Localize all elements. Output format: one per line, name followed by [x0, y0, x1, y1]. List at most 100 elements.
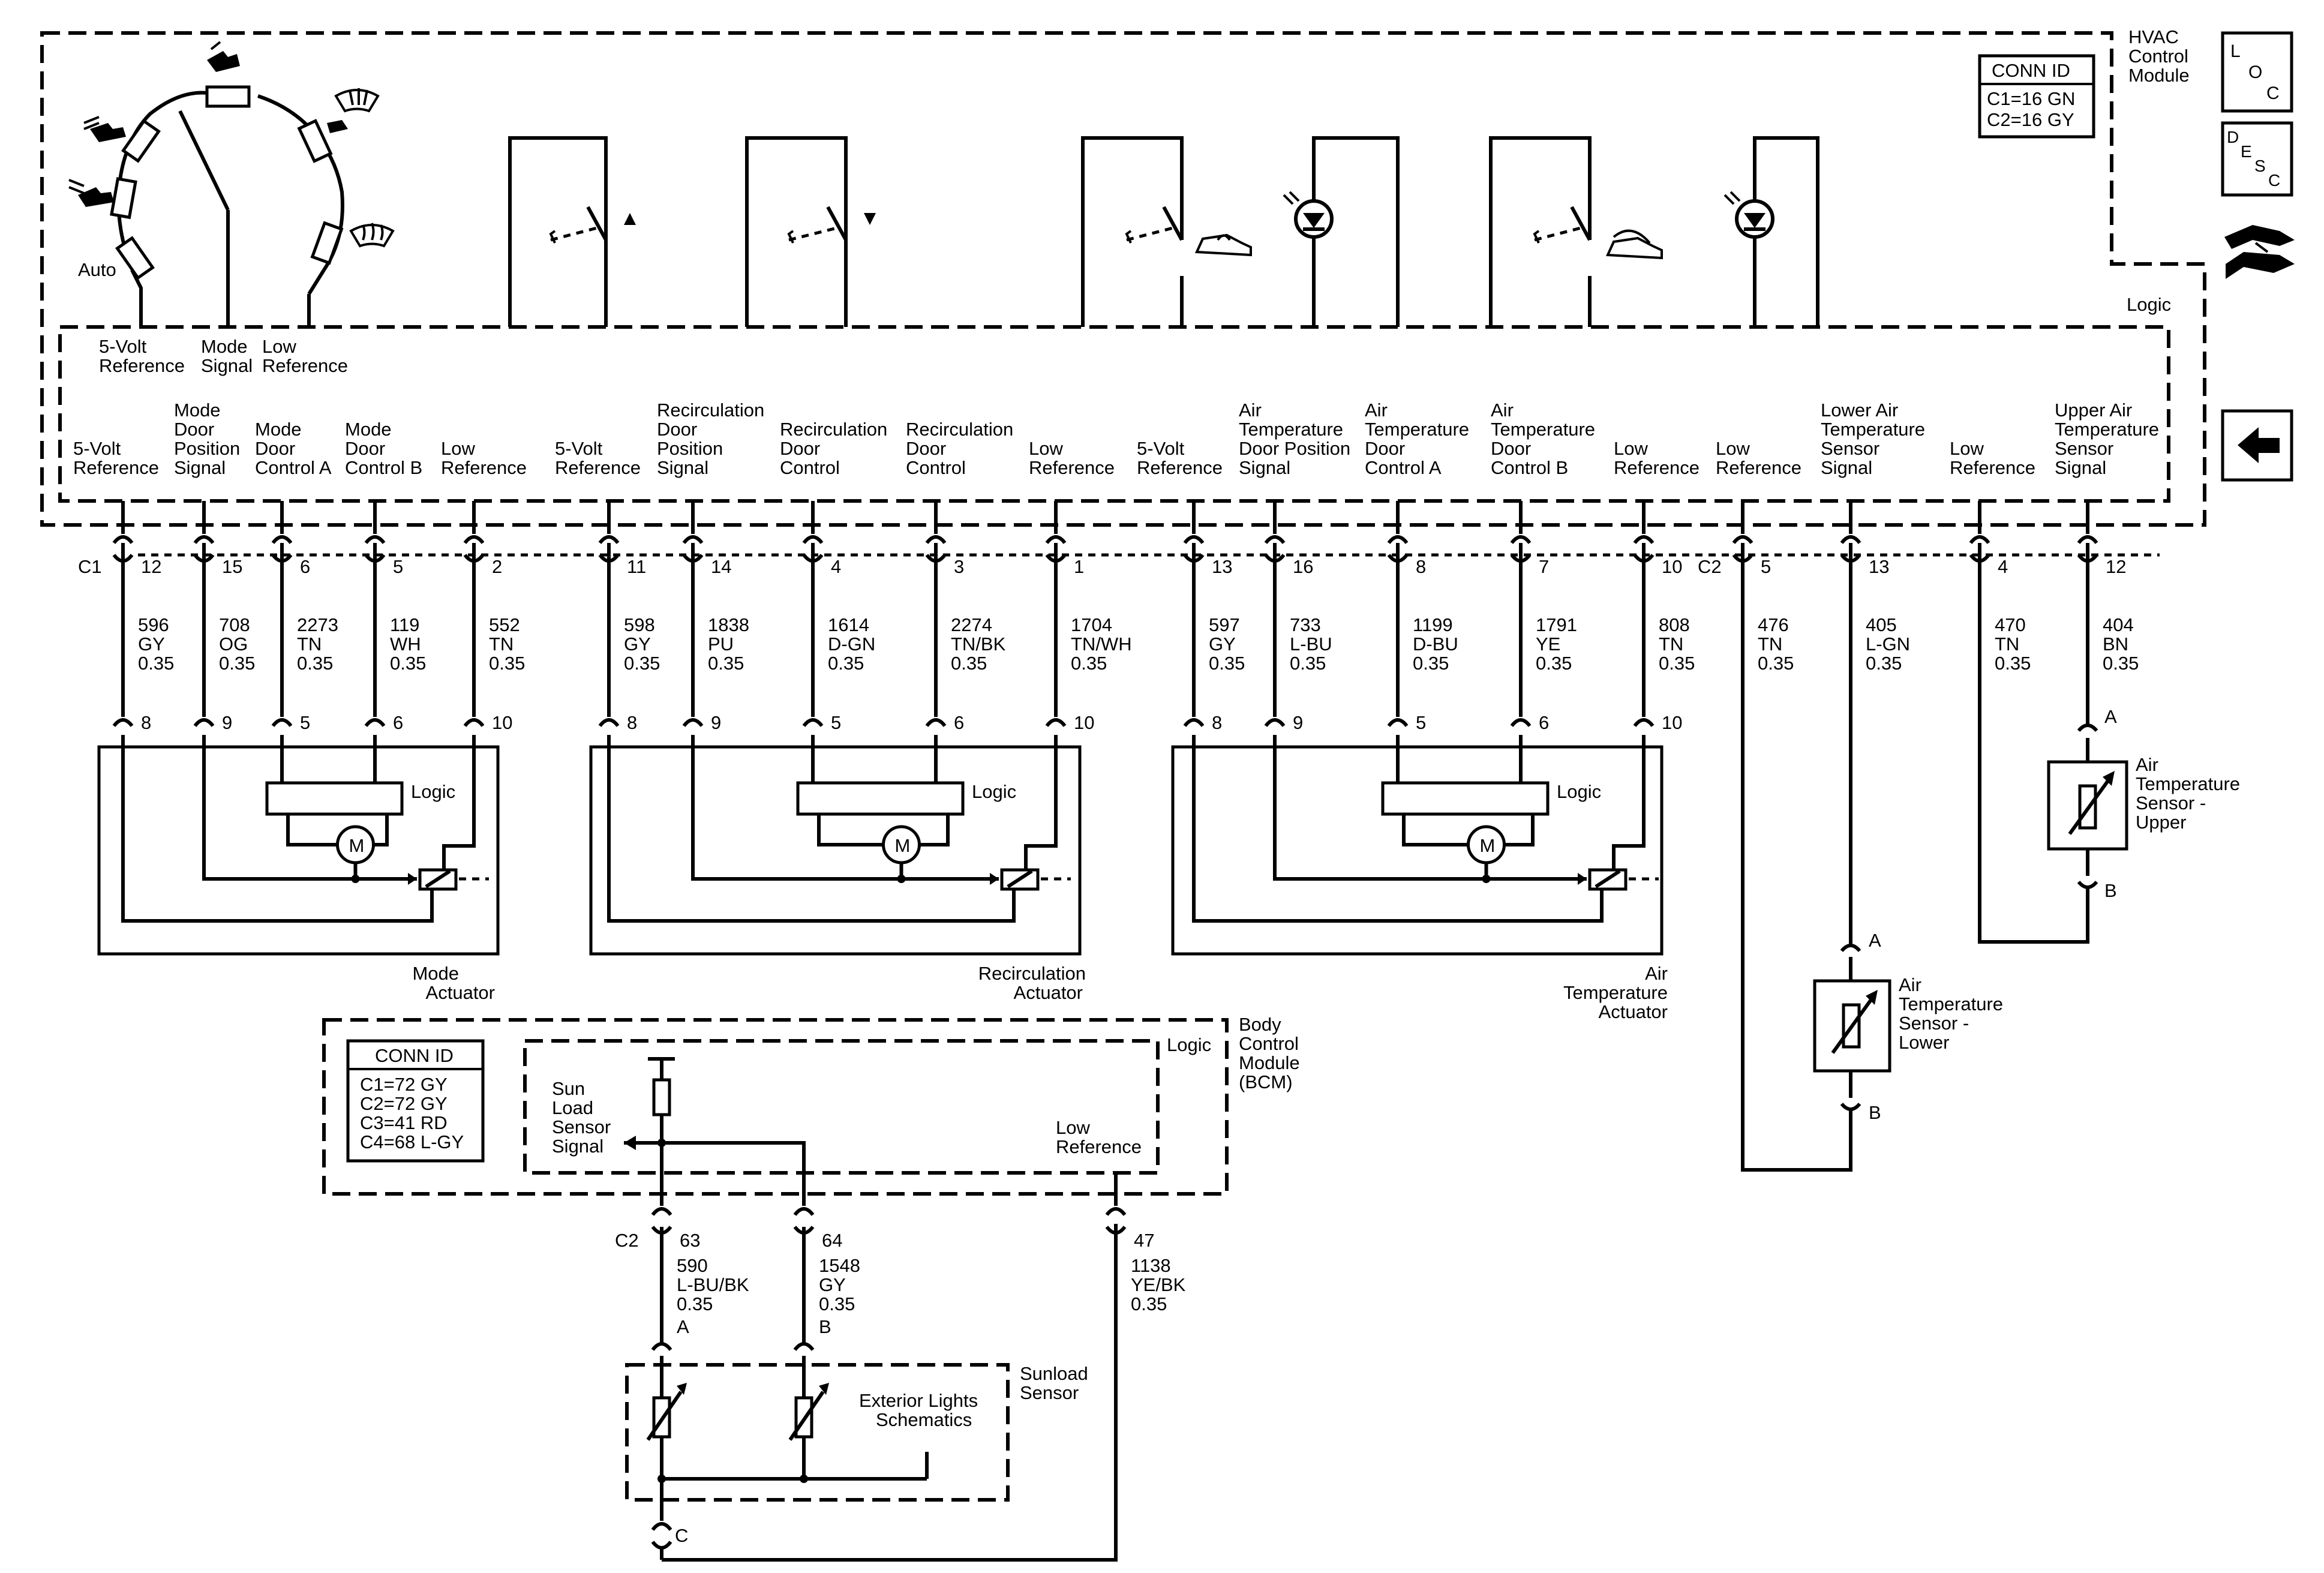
wire-color: TN/WH — [1071, 634, 1132, 655]
pin-function-label: 5-Volt — [1137, 438, 1185, 459]
wire-color: GY — [1209, 634, 1236, 655]
pin-function-label: 5-Volt — [73, 438, 121, 459]
pin-function-label: Position — [174, 438, 240, 459]
wire-color: TN — [297, 634, 322, 655]
upper-sensor-pin-a: A — [2104, 706, 2117, 727]
pin-number: 13 — [1869, 556, 1889, 577]
pin-function-label: Signal — [1821, 457, 1872, 478]
wire-color: D-BU — [1413, 634, 1458, 655]
pin-function-label: Mode — [255, 419, 302, 440]
circuit-number: 733 — [1290, 614, 1321, 635]
pin-function-label: Temperature — [1821, 419, 1925, 440]
exterior-lights-ref[interactable]: Exterior Lights Schematics — [859, 1390, 978, 1430]
pin-function-label: Door — [906, 438, 946, 459]
defrost-icon — [349, 223, 395, 248]
hvac-conn-id-box — [1978, 54, 2095, 139]
circuit-number: 1199 — [1413, 614, 1453, 635]
actuator-pin-number: 10 — [492, 712, 512, 733]
pin-number: 8 — [1416, 556, 1426, 577]
pin-number: 10 — [1662, 556, 1682, 577]
hvac-title-3: Module — [2128, 65, 2190, 86]
svg-text:Sensor -: Sensor - — [2136, 792, 2206, 813]
lower-sensor-pin-a: A — [1869, 930, 1881, 951]
wire-size: 0.35 — [828, 653, 864, 674]
wire-size: 0.35 — [951, 653, 987, 674]
pin-function-label: Temperature — [2055, 419, 2159, 440]
wire-size: 0.35 — [390, 653, 426, 674]
bcm-circuit-number: 1548 — [819, 1255, 860, 1276]
circuit-number: 119 — [390, 614, 419, 635]
fan-down-switch — [745, 136, 876, 327]
svg-text:Air: Air — [2136, 754, 2158, 775]
actuator-pin-number: 9 — [711, 712, 721, 733]
pin-function-label: Low — [1950, 438, 1984, 459]
svg-text:Schematics: Schematics — [876, 1409, 972, 1430]
circuit-number: 470 — [1995, 614, 2026, 635]
wire-size: 0.35 — [708, 653, 744, 674]
pin-function-label: Control B — [1491, 457, 1568, 478]
pin-function-label: Temperature — [1491, 419, 1595, 440]
bcm-wire-color: L-BU/BK — [677, 1274, 749, 1295]
circuit-number: 2274 — [951, 614, 992, 635]
wire-size: 0.35 — [1209, 653, 1245, 674]
actuator-logic-label: Logic — [1557, 781, 1601, 802]
circuit-number: 2273 — [297, 614, 338, 635]
circuit-number: 1791 — [1536, 614, 1577, 635]
pin-function-label: Control — [780, 457, 840, 478]
pin-function-label: Door — [780, 438, 820, 459]
desc-icon[interactable]: D E S C — [2221, 121, 2293, 197]
svg-text:5-Volt: 5-Volt — [99, 336, 147, 357]
pin-number: 12 — [2106, 556, 2126, 577]
pin-number: 15 — [222, 556, 242, 577]
bcm-wire-color: YE/BK — [1131, 1274, 1186, 1295]
pin-function-label: Door — [255, 438, 295, 459]
actuator-pin-number: 10 — [1662, 712, 1682, 733]
motor-label: M — [1480, 835, 1496, 856]
pin-function-label: Air — [1239, 400, 1262, 421]
bcm-circuit-number: 1138 — [1131, 1255, 1171, 1276]
harness-icon[interactable] — [2224, 225, 2295, 279]
wire-size: 0.35 — [219, 653, 255, 674]
air-temp-actuator-label: Air Temperature Actuator — [1563, 963, 1668, 1022]
wire-color: TN — [1995, 634, 2019, 655]
pin-function-label: Air — [1491, 400, 1514, 421]
recirc-indicator — [1283, 136, 1400, 327]
actuator-pin-number: 6 — [1539, 712, 1549, 733]
wire-size: 0.35 — [1659, 653, 1695, 674]
wire-size: 0.35 — [1758, 653, 1794, 674]
pin-function-label: Low — [1614, 438, 1648, 459]
floor-icon — [68, 179, 114, 207]
wire-size: 0.35 — [297, 653, 333, 674]
actuator-pin-number: 5 — [1416, 712, 1426, 733]
svg-text:Low: Low — [262, 336, 296, 357]
wire-color: TN/BK — [951, 634, 1006, 655]
wire-size: 0.35 — [2103, 653, 2139, 674]
circuit-number: 1704 — [1071, 614, 1112, 635]
svg-text:Mode: Mode — [412, 963, 459, 984]
hvac-conn-id-title: CONN ID — [1992, 60, 2070, 81]
lower-temp-sensor — [1741, 543, 1891, 1172]
sunload-sensor-name: Sunload Sensor — [1020, 1363, 1088, 1403]
bcm-circuit-number: 590 — [677, 1255, 708, 1276]
svg-text:Actuator: Actuator — [1014, 982, 1083, 1003]
loc-icon[interactable]: L O C — [2221, 31, 2293, 113]
wire-size: 0.35 — [624, 653, 660, 674]
pin-function-label: Temperature — [1365, 419, 1469, 440]
sunload-pin-label: A — [677, 1316, 689, 1337]
pin-function-label: Low — [441, 438, 475, 459]
circuit-number: 708 — [219, 614, 250, 635]
back-arrow-icon[interactable] — [2221, 409, 2293, 482]
wire-size: 0.35 — [1536, 653, 1572, 674]
svg-text:Reference: Reference — [262, 355, 348, 376]
